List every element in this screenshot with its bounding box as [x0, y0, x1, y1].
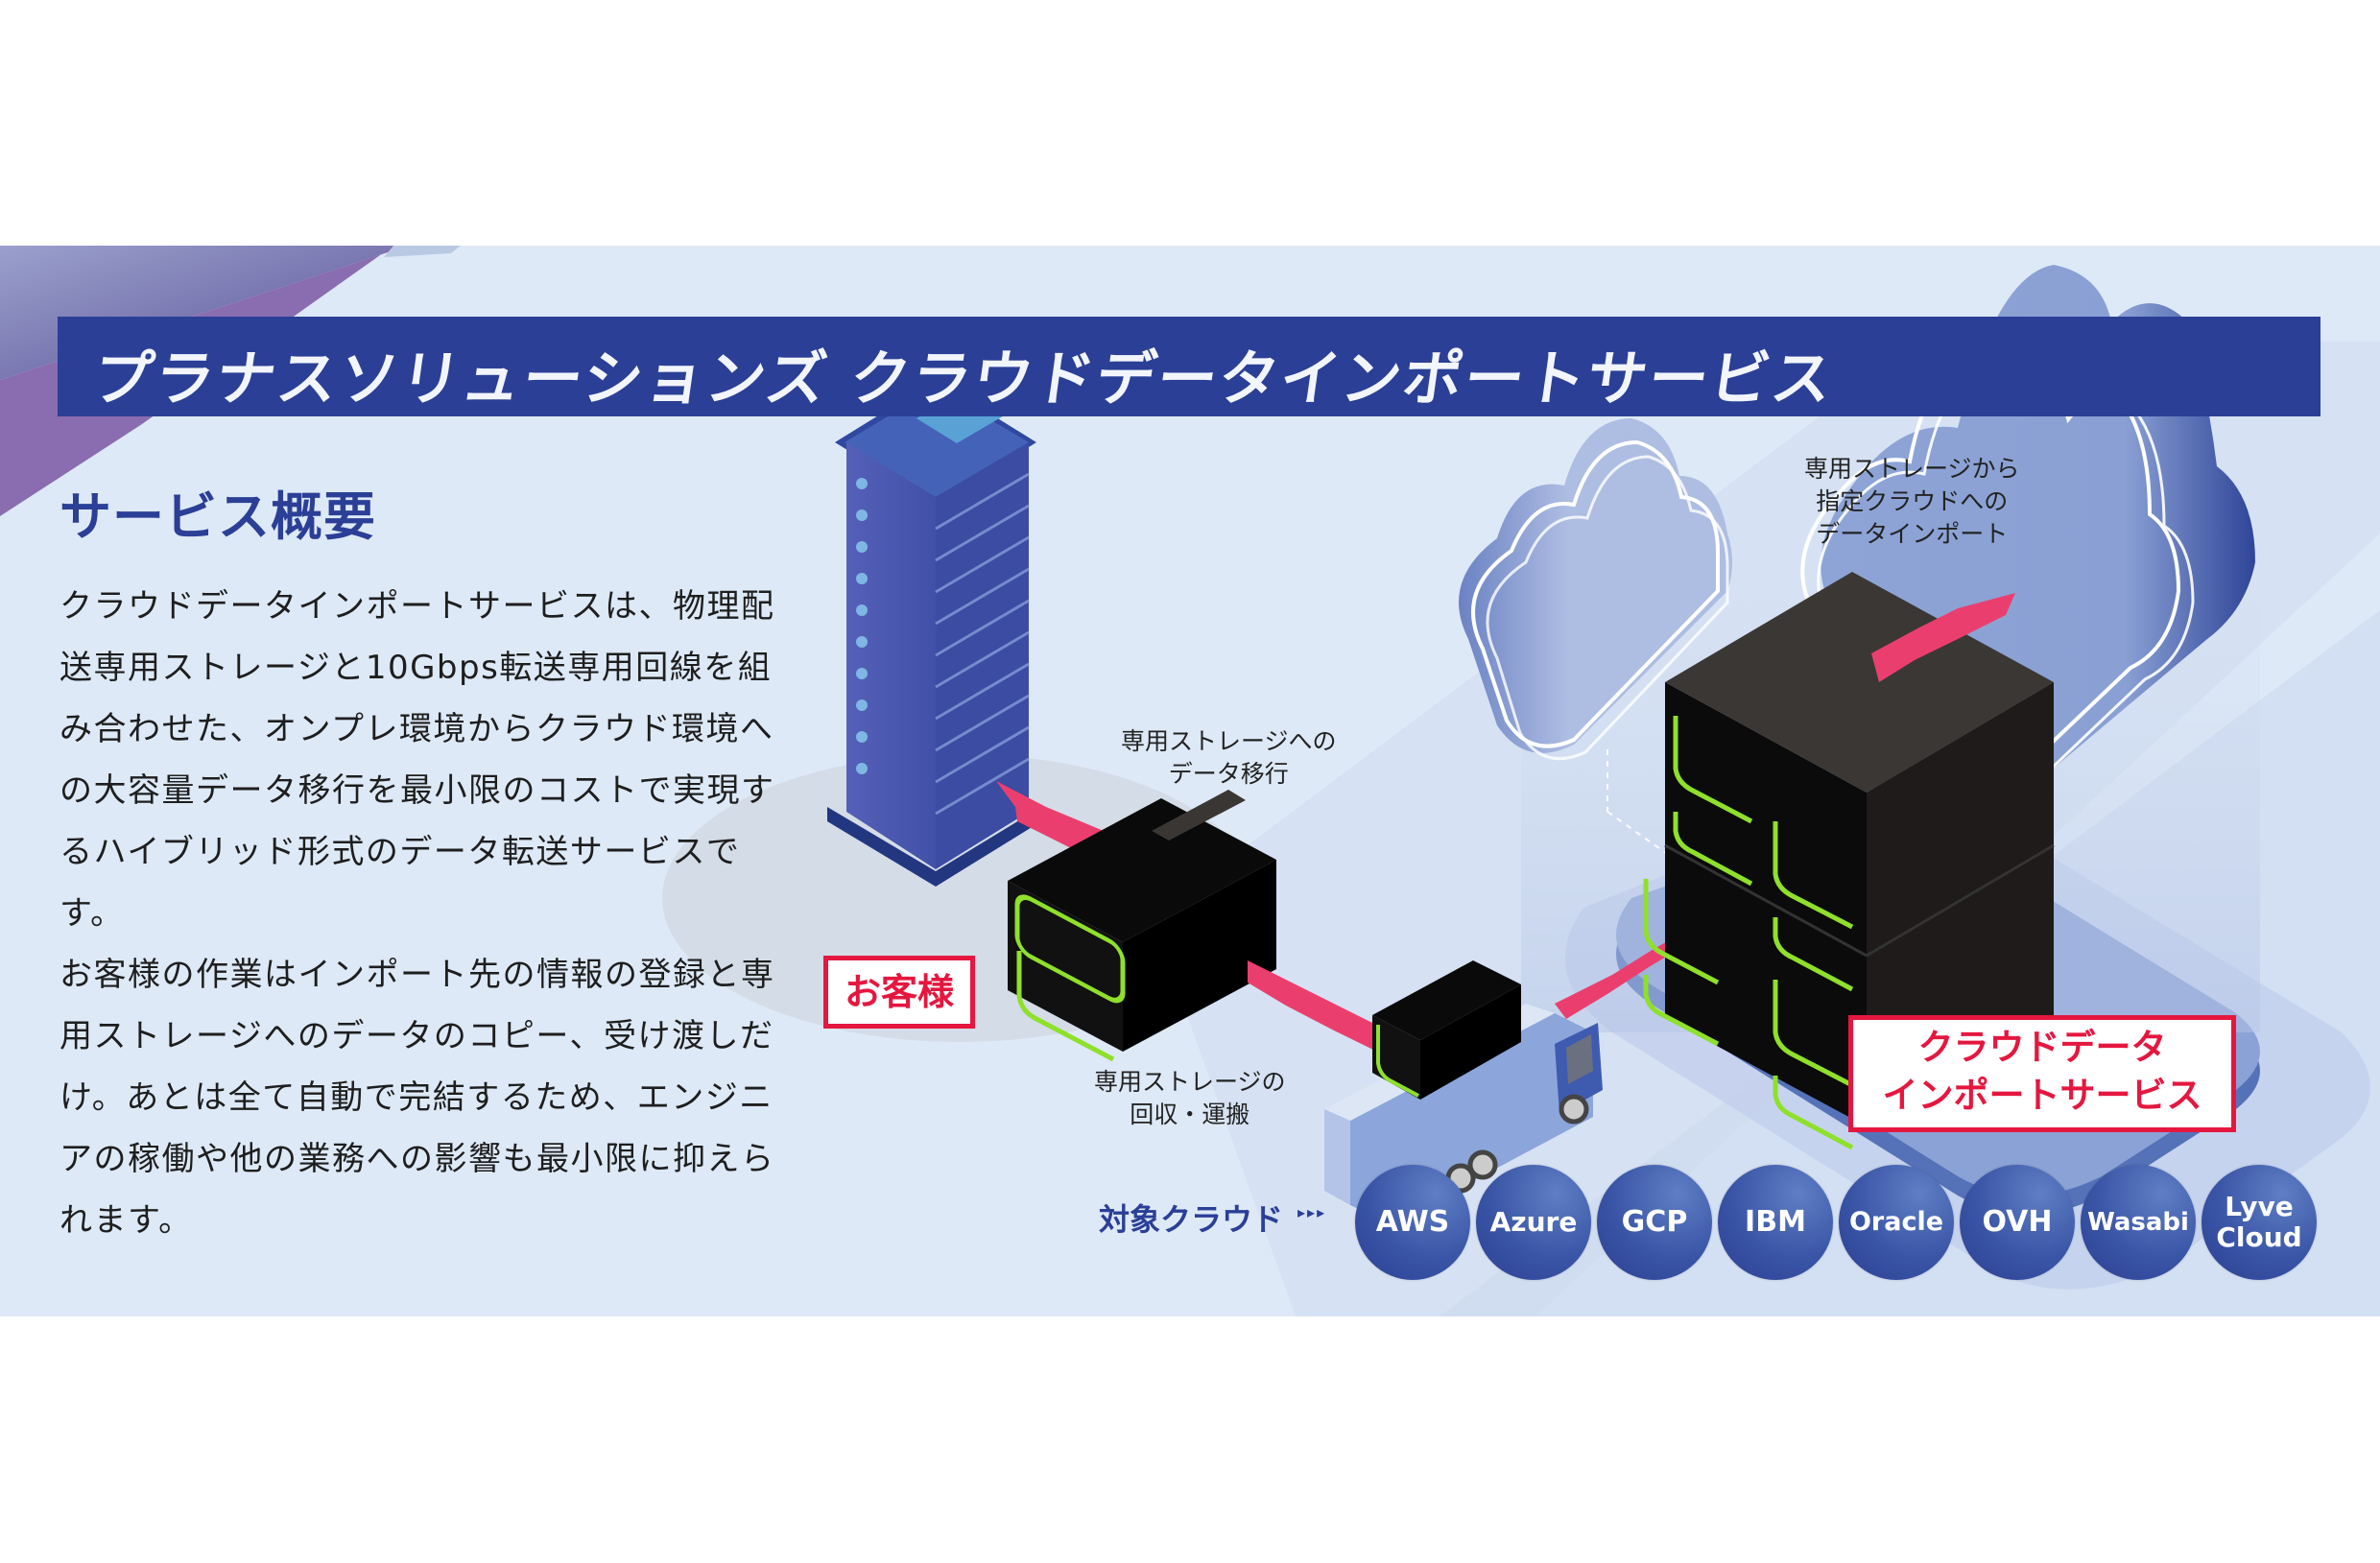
arrow-icon — [1871, 593, 2015, 682]
service-label-line: インポートサービス — [1882, 1075, 2202, 1116]
title-banner: プラナスソリューションズ クラウドデータインポートサービス — [58, 317, 2320, 416]
step3-caption: 専用ストレージから 指定クラウドへの データインポート — [1804, 453, 2020, 551]
step2-caption: 専用ストレージの 回収・運搬 — [1094, 1066, 1286, 1131]
storage-device-icon — [1372, 960, 1521, 1100]
caption-line: 専用ストレージへの — [1121, 727, 1337, 755]
overview-paragraph: お客様の作業はインポート先の情報の登録と専用ストレージへのデータのコピー、受け渡… — [60, 956, 775, 1240]
caption-line: データインポート — [1816, 520, 2009, 548]
infographic-panel: プラナスソリューションズ クラウドデータインポートサービス サービス概要 クラウ… — [0, 246, 2380, 1316]
overview-heading: サービス概要 — [60, 486, 376, 547]
cloud-badge-lyve-cloud: Lyve Cloud — [2202, 1165, 2317, 1280]
cloud-badge-gcp: GCP — [1597, 1165, 1712, 1280]
server-rack-icon — [827, 380, 1041, 887]
target-clouds-label: 対象クラウド — [1099, 1201, 1284, 1238]
overview-paragraph: クラウドデータインポートサービスは、物理配送専用ストレージと10Gbps転送専用… — [60, 587, 775, 933]
caption-line: 専用ストレージから — [1804, 455, 2020, 483]
page-title: プラナスソリューションズ クラウドデータインポートサービス — [88, 343, 1839, 414]
step1-caption: 専用ストレージへの データ移行 — [1121, 725, 1337, 791]
triple-arrow-icon: ▸▸▸ — [1297, 1203, 1327, 1221]
service-label: クラウドデータ インポートサービス — [1848, 1015, 2236, 1132]
customer-label: お客様 — [823, 956, 975, 1029]
caption-line: 回収・運搬 — [1130, 1101, 1250, 1128]
cloud-badge-wasabi: Wasabi — [2081, 1165, 2196, 1280]
cloud-badge-oracle: Oracle — [1839, 1165, 1954, 1280]
caption-line: 指定クラウドへの — [1816, 487, 2009, 515]
caption-line: データ移行 — [1168, 760, 1289, 788]
overview-body: クラウドデータインポートサービスは、物理配送専用ストレージと10Gbps転送専用… — [60, 576, 798, 1251]
cloud-badge-azure: Azure — [1476, 1165, 1591, 1280]
caption-line: 専用ストレージの — [1094, 1068, 1286, 1096]
cloud-badge-ovh: OVH — [1960, 1165, 2075, 1280]
arrow-icon — [1248, 960, 1382, 1052]
service-label-line: クラウドデータ — [1917, 1027, 2167, 1068]
storage-device-icon — [1008, 790, 1276, 1062]
small-cloud — [1459, 418, 1732, 761]
cloud-badge-aws: AWS — [1355, 1165, 1470, 1280]
cloud-badge-ibm: IBM — [1718, 1165, 1833, 1280]
